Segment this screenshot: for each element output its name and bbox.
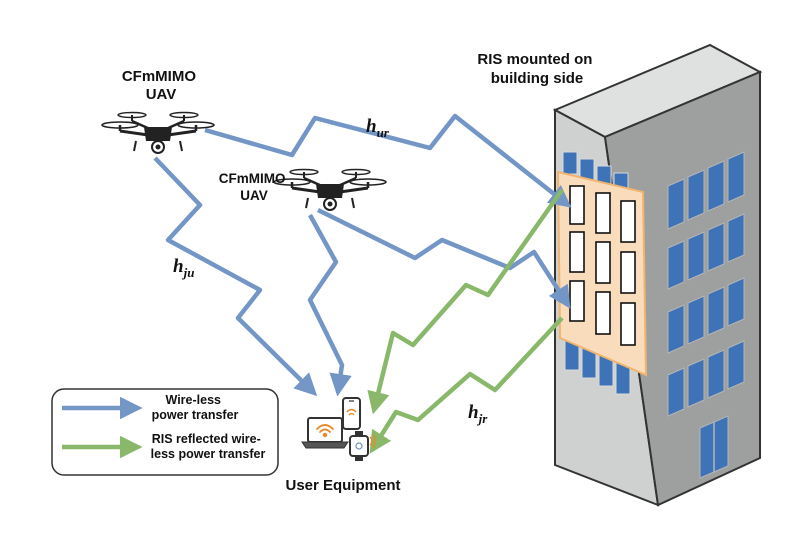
legend-box — [51, 388, 279, 476]
uav-label-1-line2: UAV — [146, 86, 177, 103]
channel-hur-sub: ur — [377, 125, 390, 140]
arrow-ris-to-ue-1 — [367, 188, 564, 415]
arrow-uav1-to-ue — [153, 156, 318, 397]
uav-label-2-line2: UAV — [240, 188, 268, 203]
ris-label-line1: RIS mounted on — [477, 51, 592, 68]
ris-panel — [556, 170, 648, 377]
green-links — [367, 188, 564, 454]
legend-item-1-line1: Wire-less — [166, 393, 222, 407]
legend-item-2-text: RIS reflected wire- less power transfer — [151, 432, 266, 461]
uav-label-2-line1: CFmMIMO — [219, 171, 286, 186]
legend-item-2-line1: RIS reflected wire- — [152, 432, 261, 446]
channel-hjr-sub: jr — [477, 411, 489, 426]
arrow-uav2-to-ris — [317, 207, 571, 309]
channel-hju-base: h — [173, 256, 184, 277]
arrow-ris-to-ue-2 — [369, 316, 564, 454]
arrow-uav1-to-ris — [204, 113, 572, 208]
legend-item-1-line2: power transfer — [152, 408, 239, 422]
legend-item-2-line2: less power transfer — [151, 447, 266, 461]
arrow-uav2-to-ue — [307, 213, 352, 397]
channel-label-hju: hju — [173, 256, 194, 280]
user-equipment-label: User Equipment — [285, 477, 400, 494]
channel-label-hur: hur — [366, 116, 390, 140]
blue-links — [153, 113, 572, 397]
drone-icon — [100, 111, 216, 155]
smartwatch-icon — [349, 431, 376, 461]
uav-label-1: CFmMIMO UAV — [122, 68, 200, 103]
channel-hju-sub: ju — [182, 265, 195, 280]
uav-label-1-line1: CFmMIMO — [122, 68, 196, 85]
channel-hjr-base: h — [468, 402, 479, 423]
ris-label: RIS mounted on building side — [477, 51, 596, 87]
laptop-icon — [301, 417, 349, 449]
channel-label-hjr: hjr — [468, 402, 488, 426]
channel-hur-base: h — [366, 116, 377, 137]
ris-label-line2: building side — [491, 70, 584, 87]
legend-item-1-text: Wire-less power transfer — [152, 393, 239, 422]
smartphone-icon — [342, 397, 361, 430]
legend: Wire-less power transfer RIS reflected w… — [51, 388, 279, 476]
wifi-icon — [316, 424, 334, 438]
drone-icon — [272, 168, 388, 212]
uav-label-2: CFmMIMO UAV — [219, 171, 290, 203]
